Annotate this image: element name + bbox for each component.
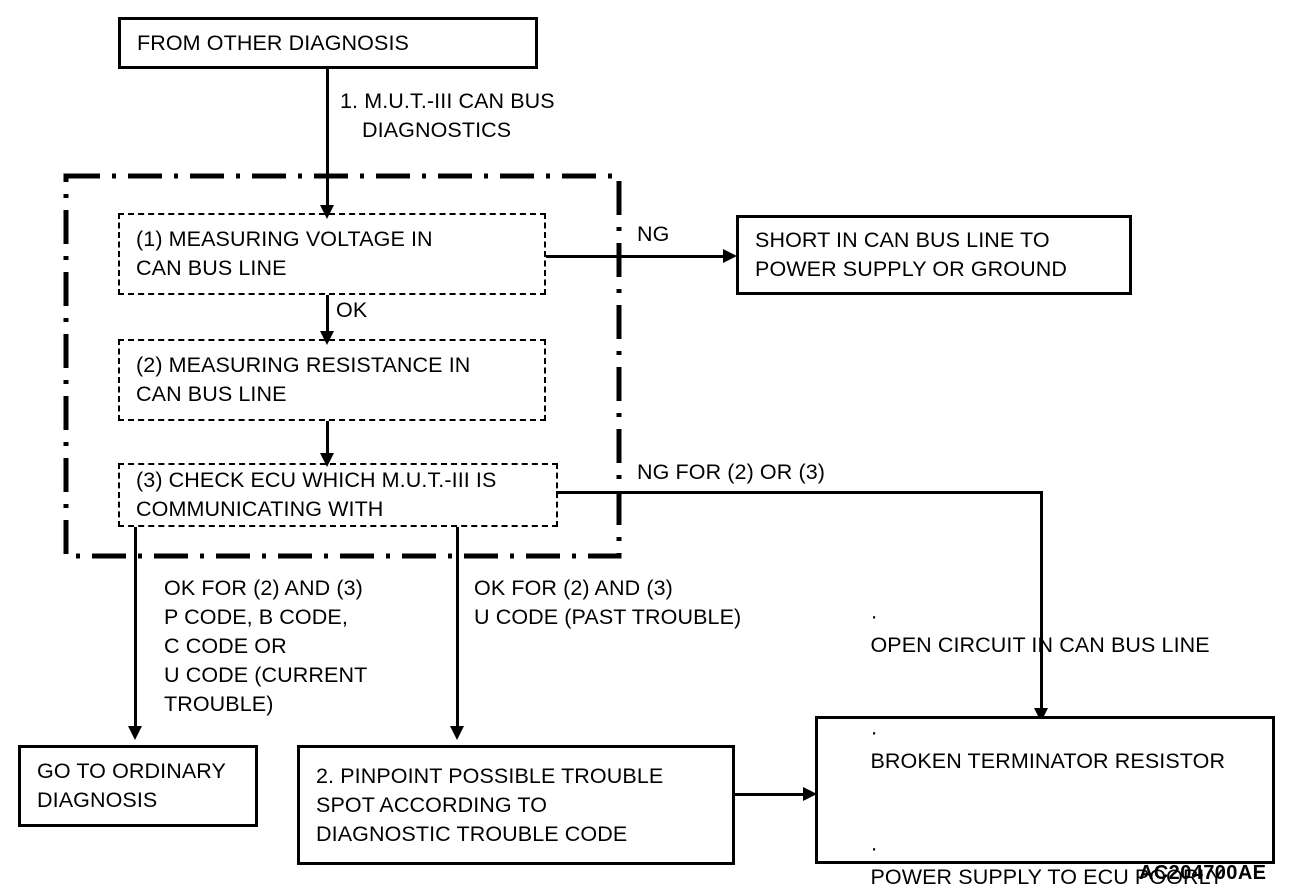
edge-step3-to-pinpoint: [456, 527, 459, 732]
node-possible-causes-item-1: · OPEN CIRCUIT IN CAN BUS LINE: [818, 573, 1272, 689]
edge-step2-to-step3: [326, 421, 329, 463]
edge-step3-to-ordinary-diagnosis: [134, 527, 137, 732]
node-ordinary-line-1: GO TO ORDINARY: [37, 759, 226, 783]
edge-start-to-step1: [326, 69, 329, 211]
node-pinpoint-line-1: 2. PINPOINT POSSIBLE TROUBLE: [316, 763, 664, 788]
node-step-1-line-2: CAN BUS LINE: [136, 256, 287, 280]
node-pinpoint-line-3: DIAGNOSTIC TROUBLE CODE: [316, 821, 628, 846]
node-step-2-line-2: CAN BUS LINE: [136, 382, 287, 406]
edge-label-ok-codes-line-3: C CODE OR: [164, 634, 287, 658]
edge-label-mut-diagnostics-line-2: DIAGNOSTICS: [362, 118, 512, 142]
node-step-3-line-1: (3) CHECK ECU WHICH M.U.T.-III IS: [136, 468, 497, 492]
node-step-2-measuring-resistance: (2) MEASURING RESISTANCE IN CAN BUS LINE: [118, 339, 546, 421]
node-possible-causes-item-3: · POWER SUPPLY TO ECU POORLY: [818, 805, 1272, 894]
node-pinpoint-line-2: SPOT ACCORDING TO: [316, 792, 548, 817]
bullet-glyph-icon: ·: [870, 719, 878, 744]
node-short-line-2: POWER SUPPLY OR GROUND: [755, 257, 1068, 281]
edge-label-ok-codes-line-1: OK FOR (2) AND (3): [164, 576, 363, 600]
node-possible-causes-item-2: · BROKEN TERMINATOR RESISTOR: [818, 689, 1272, 805]
edge-label-ng-for-2-or-3: NG FOR (2) OR (3): [637, 460, 826, 484]
node-step-1-line-1: (1) MEASURING VOLTAGE IN: [136, 227, 433, 251]
node-possible-causes-item-2-text: BROKEN TERMINATOR RESISTOR: [870, 748, 1226, 773]
arrowhead-step1-ng-to-short: [723, 249, 737, 263]
edge-label-ok-codes-line-2: P CODE, B CODE,: [164, 605, 348, 629]
edge-label-ok-step1: OK: [336, 298, 368, 322]
node-possible-causes-item-3-text: POWER SUPPLY TO ECU POORLY: [870, 864, 1224, 889]
edge-ng-for-2-or-3-horizontal: [556, 491, 1043, 494]
edge-label-ok-codes-line-5: TROUBLE): [164, 692, 274, 716]
node-ordinary-line-2: DIAGNOSIS: [37, 788, 158, 812]
edge-label-ng-step1: NG: [637, 222, 670, 246]
node-possible-causes-item-1-text: OPEN CIRCUIT IN CAN BUS LINE: [870, 632, 1210, 657]
edge-pinpoint-to-causes: [735, 793, 807, 796]
node-possible-causes: · OPEN CIRCUIT IN CAN BUS LINE · BROKEN …: [815, 604, 1275, 889]
node-short-line-1: SHORT IN CAN BUS LINE TO: [755, 228, 1050, 252]
arrowhead-pinpoint-to-causes: [803, 787, 817, 801]
node-short-in-can-bus-line: SHORT IN CAN BUS LINE TO POWER SUPPLY OR…: [736, 215, 1132, 295]
reference-code: AC204700AE: [1139, 862, 1267, 884]
edge-step1-to-step2: [326, 295, 329, 339]
edge-step1-ng-to-short: [546, 255, 727, 258]
node-go-to-ordinary-diagnosis: GO TO ORDINARY DIAGNOSIS: [18, 745, 258, 827]
edge-label-mut-diagnostics-line-1: 1. M.U.T.-III CAN BUS: [340, 89, 555, 113]
node-step-3-check-ecu: (3) CHECK ECU WHICH M.U.T.-III IS COMMUN…: [118, 463, 558, 527]
arrowhead-step1-to-step2: [320, 331, 334, 345]
node-step-1-measuring-voltage: (1) MEASURING VOLTAGE IN CAN BUS LINE: [118, 213, 546, 295]
node-step-3-line-2: COMMUNICATING WITH: [136, 497, 384, 521]
edge-ng-for-2-or-3-vertical: [1040, 491, 1043, 716]
bullet-glyph-icon: ·: [870, 835, 878, 860]
edge-label-ok-codes-line-4: U CODE (CURRENT: [164, 663, 368, 687]
edge-label-ok-past-trouble-line-1: OK FOR (2) AND (3): [474, 576, 673, 600]
node-from-other-diagnosis-line-1: FROM OTHER DIAGNOSIS: [137, 30, 409, 55]
node-step-2-line-1: (2) MEASURING RESISTANCE IN: [136, 353, 471, 377]
node-from-other-diagnosis: FROM OTHER DIAGNOSIS: [118, 17, 538, 69]
bullet-glyph-icon: ·: [870, 603, 878, 628]
arrowhead-step3-to-pinpoint: [450, 726, 464, 740]
edge-label-ok-past-trouble-line-2: U CODE (PAST TROUBLE): [474, 605, 742, 629]
node-pinpoint-possible-trouble: 2. PINPOINT POSSIBLE TROUBLE SPOT ACCORD…: [297, 745, 735, 865]
arrowhead-step3-to-ordinary-diagnosis: [128, 726, 142, 740]
